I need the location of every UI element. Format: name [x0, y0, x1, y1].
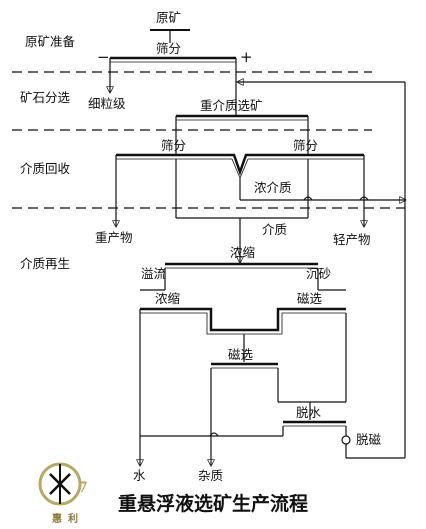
mag-sep2-label: 磁选: [228, 347, 254, 362]
logo-caption: 惠利: [52, 514, 84, 525]
plus-sign: +: [240, 48, 253, 66]
demagnetizer: [341, 435, 351, 445]
hms-label: 重介质选矿: [200, 98, 263, 113]
fine-fraction-label: 细粒级: [88, 96, 126, 111]
crossing-jump-1: [209, 432, 219, 437]
demagnetize-label: 脱磁: [356, 432, 382, 447]
overflow-label: 溢流: [141, 266, 167, 281]
light-product-label: 轻产物: [333, 232, 371, 247]
diagram-title: 重悬浮液选矿生产流程: [118, 493, 309, 515]
stage-separation: 矿石分选: [20, 90, 71, 105]
svg-text:7: 7: [78, 480, 88, 496]
screen3-label: 筛分: [293, 138, 319, 153]
screen1-label: 筛分: [156, 41, 182, 56]
heavy-product-label: 重产物: [95, 230, 133, 245]
crossing-jump-3: [359, 196, 369, 201]
thickening1-label: 浓缩: [230, 245, 256, 260]
thickening2-label: 浓缩: [155, 291, 181, 306]
th2-mag1-bar: [140, 307, 346, 332]
stage-dividers: [12, 71, 405, 209]
mag-sep1-label: 磁选: [297, 291, 323, 306]
company-logo: 7: [38, 462, 88, 506]
screen2-label: 筛分: [161, 138, 187, 153]
stage-recovery: 介质回收: [20, 161, 71, 176]
stage-prep: 原矿准备: [25, 34, 76, 49]
minus-sign: −: [97, 48, 110, 66]
stage-regeneration: 介质再生: [20, 256, 71, 271]
underflow-label: 沉砂: [306, 266, 332, 281]
impurities-label: 杂质: [198, 468, 224, 483]
crossing-jump-2: [303, 196, 313, 201]
thin-medium-label: 浓介质: [254, 180, 292, 195]
medium-label: 介质: [262, 222, 288, 237]
raw-ore-label: 原矿: [156, 10, 182, 25]
dewatering-label: 脱水: [296, 405, 322, 420]
water-label: 水: [133, 468, 146, 483]
screens-bar: [116, 153, 364, 176]
